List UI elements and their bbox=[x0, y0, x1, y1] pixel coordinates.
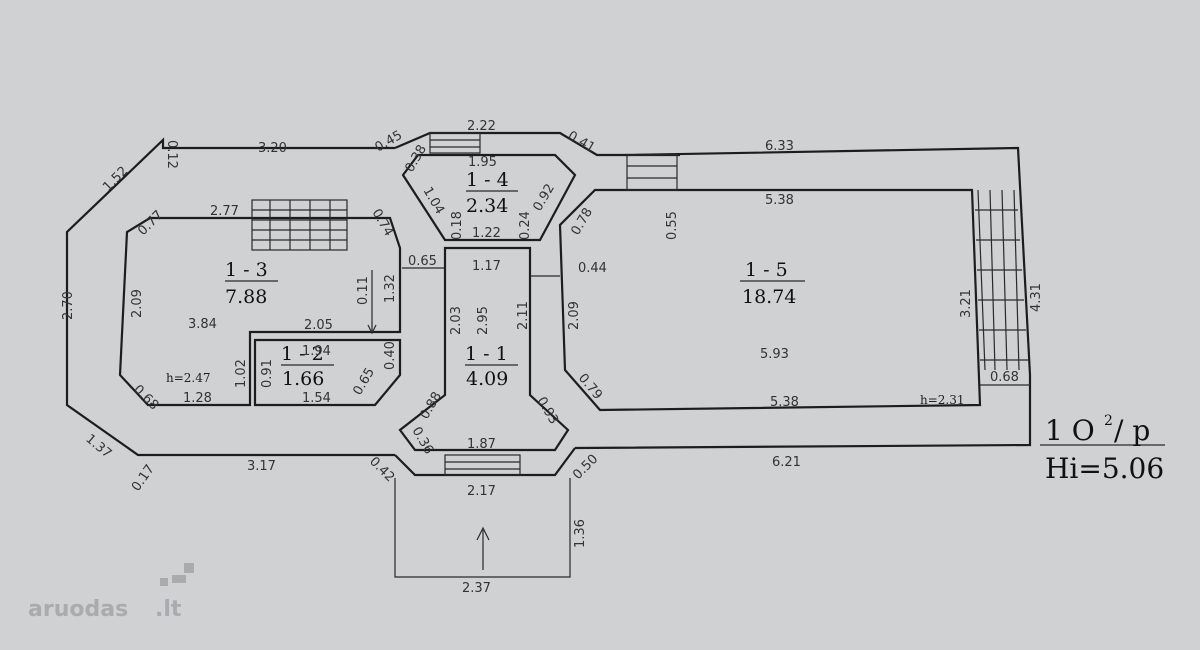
dim-1-94: 1.94 bbox=[302, 344, 331, 359]
dim-1-95: 1.95 bbox=[468, 155, 497, 170]
dim-0-42: 0.42 bbox=[366, 454, 397, 485]
dim-0-18: 0.18 bbox=[450, 211, 465, 240]
dim-1-28: 1.28 bbox=[183, 391, 212, 406]
dim-2-09-right: 2.09 bbox=[567, 301, 582, 330]
dim-2-09-left: 2.09 bbox=[130, 289, 145, 318]
room-1-5-outline bbox=[558, 188, 982, 412]
dim-0-45: 0.45 bbox=[373, 128, 406, 155]
dim-1-32: 1.32 bbox=[383, 274, 398, 303]
outer-wall-top-connector bbox=[394, 131, 680, 157]
dim-1-17: 1.17 bbox=[472, 259, 501, 274]
dim-3-84: 3.84 bbox=[188, 317, 217, 332]
room-1-1-area: 4.09 bbox=[466, 368, 508, 390]
watermark-tld: .lt bbox=[155, 597, 182, 622]
dim-0-77: 0.77 bbox=[135, 208, 166, 239]
room-1-3-number: 1 - 3 bbox=[225, 259, 268, 281]
dim-2-17: 2.17 bbox=[467, 484, 496, 499]
dim-5-93: 5.93 bbox=[760, 347, 789, 362]
room-1-5-area: 18.74 bbox=[742, 286, 796, 308]
room-1-3-area: 7.88 bbox=[225, 286, 267, 308]
room-1-5-number: 1 - 5 bbox=[745, 259, 788, 281]
dim-0-74: 0.74 bbox=[369, 207, 396, 240]
room-1-4-area: 2.34 bbox=[466, 195, 508, 217]
dim-2-11: 2.11 bbox=[516, 301, 531, 330]
aruodas-logo bbox=[160, 563, 194, 586]
dim-0-65-small: 0.65 bbox=[350, 365, 377, 398]
dim-0-65: 0.65 bbox=[408, 254, 437, 269]
dim-0-12: 0.12 bbox=[164, 140, 179, 169]
steps-bottom-icon bbox=[444, 454, 521, 476]
dim-1-52: 1.52 bbox=[100, 164, 131, 195]
dim-0-11: 0.11 bbox=[356, 276, 371, 305]
room-1-4-number: 1 - 4 bbox=[466, 169, 509, 191]
dim-6-21: 6.21 bbox=[772, 455, 801, 470]
dim-3-17: 3.17 bbox=[247, 459, 276, 474]
arrow-0-11-icon bbox=[367, 270, 377, 335]
steps-right-top-icon bbox=[626, 154, 678, 191]
room-1-1-outline bbox=[398, 246, 570, 452]
room-1-1-number: 1 - 1 bbox=[465, 343, 508, 365]
dim-1-87: 1.87 bbox=[467, 437, 496, 452]
dim-0-68-left: 0.68 bbox=[130, 382, 161, 413]
height-left-label: h=2.47 bbox=[166, 371, 211, 385]
dim-1-22: 1.22 bbox=[472, 226, 501, 241]
legend-height: Hi=5.06 bbox=[1045, 452, 1164, 485]
dim-1-04: 1.04 bbox=[420, 185, 447, 218]
dim-6-33: 6.33 bbox=[765, 139, 794, 154]
dim-0-38: 0.38 bbox=[402, 142, 429, 175]
dim-0-55: 0.55 bbox=[665, 211, 680, 240]
dim-0-92: 0.92 bbox=[530, 181, 557, 214]
dim-2-03: 2.03 bbox=[449, 306, 464, 335]
dim-3-20: 3.20 bbox=[258, 141, 287, 156]
steps-top-icon bbox=[429, 132, 481, 154]
dim-0-44: 0.44 bbox=[578, 261, 607, 276]
dim-1-36: 1.36 bbox=[573, 519, 588, 548]
watermark-brand: aruodas bbox=[28, 597, 128, 622]
room-1-4-outline bbox=[401, 153, 577, 242]
steps-right-side-icon bbox=[975, 189, 1028, 371]
dim-2-70: 2.70 bbox=[61, 291, 76, 320]
dim-2-05: 2.05 bbox=[304, 318, 333, 333]
dim-1-02: 1.02 bbox=[234, 359, 249, 388]
legend-floor: 1 O bbox=[1045, 414, 1095, 447]
dim-0-93: 0.93 bbox=[534, 395, 561, 428]
dim-2-95: 2.95 bbox=[476, 306, 491, 335]
dim-0-40: 0.40 bbox=[383, 341, 398, 370]
stairs-icon bbox=[251, 199, 348, 251]
dim-3-21: 3.21 bbox=[959, 289, 974, 318]
room-1-2-number: 1 - 2 bbox=[281, 343, 324, 365]
legend-suffix: / p bbox=[1114, 414, 1150, 447]
dim-1-54: 1.54 bbox=[302, 391, 331, 406]
height-right-label: h=2.31 bbox=[920, 393, 965, 407]
outer-wall-right bbox=[574, 146, 1032, 450]
dim-0-17: 0.17 bbox=[129, 462, 158, 494]
dim-0-36: 0.36 bbox=[409, 425, 436, 458]
dim-0-24: 0.24 bbox=[518, 211, 533, 240]
dim-2-22: 2.22 bbox=[467, 119, 496, 134]
dim-0-91: 0.91 bbox=[260, 359, 275, 388]
room-1-2-area: 1.66 bbox=[282, 368, 324, 390]
dim-2-37: 2.37 bbox=[462, 581, 491, 596]
dim-5-38-top: 5.38 bbox=[765, 193, 794, 208]
dim-0-68-right: 0.68 bbox=[990, 370, 1019, 385]
dim-0-78: 0.78 bbox=[568, 205, 595, 238]
dim-4-31: 4.31 bbox=[1029, 283, 1044, 312]
legend-superscript: 2 bbox=[1104, 413, 1113, 429]
dim-0-88: 0.88 bbox=[417, 389, 444, 422]
dim-0-50: 0.50 bbox=[570, 452, 601, 483]
entrance-arrow-icon bbox=[476, 526, 490, 570]
outer-wall-left bbox=[65, 137, 395, 457]
porch-outline bbox=[394, 478, 571, 578]
room-1-3-outline bbox=[118, 216, 402, 407]
dim-2-77: 2.77 bbox=[210, 204, 239, 219]
dim-5-38-bottom: 5.38 bbox=[770, 395, 799, 410]
room-1-2-outline bbox=[253, 338, 402, 407]
